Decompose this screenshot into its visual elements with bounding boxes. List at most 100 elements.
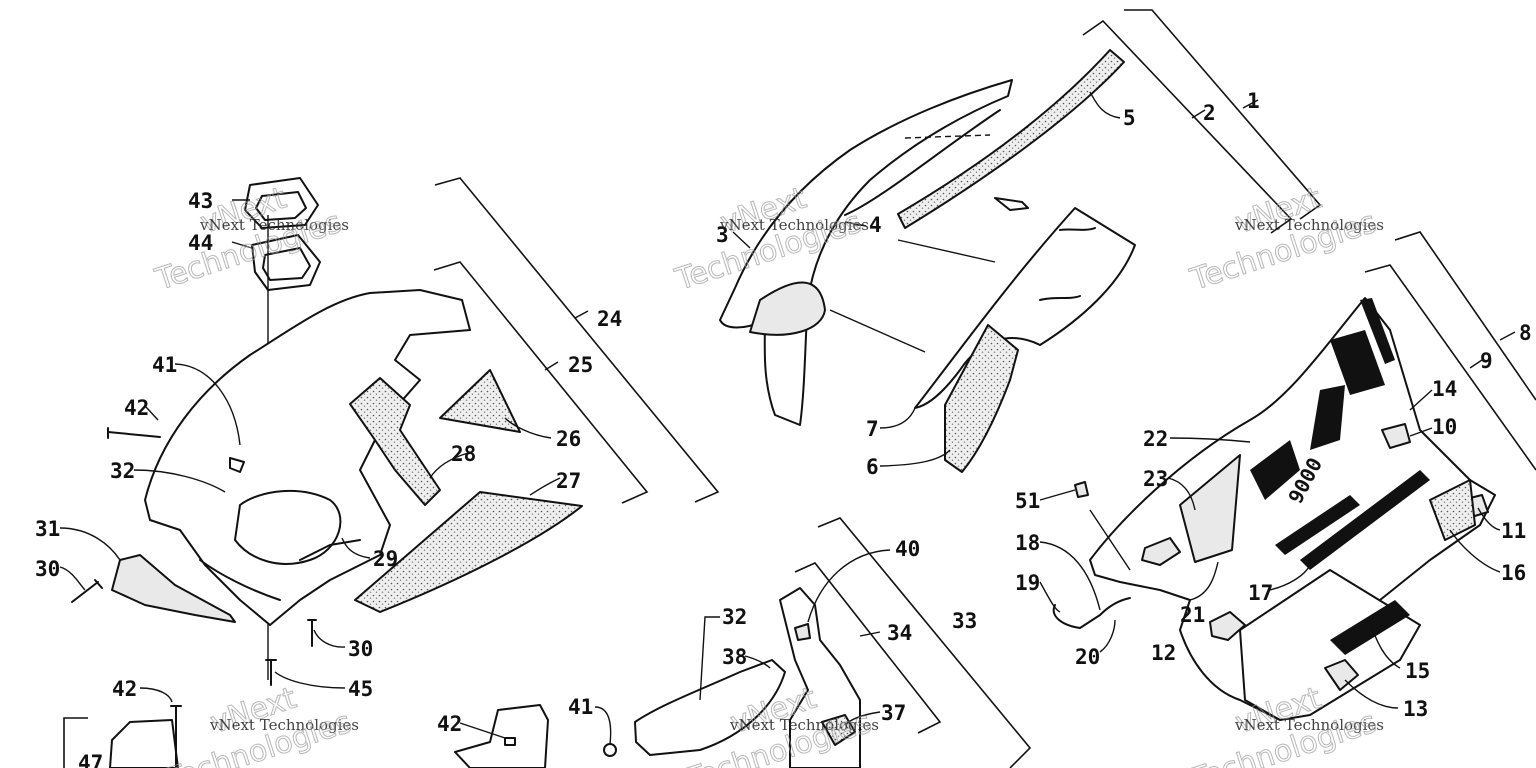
hood-inner-panel	[749, 281, 826, 336]
trim-38	[634, 659, 786, 756]
hood-clip	[994, 197, 1029, 211]
patch-12	[1209, 611, 1246, 641]
callout-51: 51	[1015, 489, 1040, 513]
decal-stripes	[1275, 470, 1430, 655]
callout-17: 17	[1248, 581, 1273, 605]
wire-18-19	[1052, 597, 1131, 629]
pin-45	[265, 659, 277, 686]
callout-42-left: 42	[124, 396, 149, 420]
svg-text:vNext Technologies: vNext Technologies	[719, 216, 869, 234]
callout-20: 20	[1075, 645, 1100, 669]
screw-42-low	[170, 705, 182, 768]
hood-seal-strip	[844, 109, 1001, 216]
foam-26	[439, 369, 521, 433]
callout-9: 9	[1480, 349, 1493, 373]
side-panel-9	[1089, 297, 1496, 721]
callout-32-bottom: 32	[722, 605, 747, 629]
callout-18: 18	[1015, 531, 1040, 555]
callout-24: 24	[597, 307, 622, 331]
hood-dashed-line	[904, 134, 991, 139]
side-panel-lower-box	[1239, 569, 1421, 721]
callout-45: 45	[348, 677, 373, 701]
callout-44: 44	[188, 231, 213, 255]
belly-pan-opening	[234, 489, 342, 565]
callout-27: 27	[556, 469, 581, 493]
callout-19: 19	[1015, 571, 1040, 595]
belly-pan-29	[144, 289, 471, 626]
screw-42-mid	[504, 737, 516, 746]
foam-37	[821, 714, 856, 746]
svg-text:vNext Technologies: vNext Technologies	[199, 216, 349, 234]
callout-34: 34	[887, 621, 912, 645]
callout-42-bottom: 42	[437, 712, 462, 736]
callout-30-right: 30	[348, 637, 373, 661]
callout-1: 1	[1247, 89, 1260, 113]
windshield-7	[914, 207, 1136, 409]
callout-21: 21	[1180, 603, 1205, 627]
foam-28	[349, 377, 441, 506]
svg-text:vNext Technologies: vNext Technologies	[1234, 216, 1384, 234]
callout-22: 22	[1143, 427, 1168, 451]
callout-47: 47	[78, 751, 103, 768]
bolt-42-top	[107, 427, 161, 439]
gasket-43	[244, 177, 319, 229]
clip-41	[229, 457, 245, 473]
side-panel-assembly: 9000	[1052, 297, 1496, 721]
callout-43: 43	[188, 189, 213, 213]
bracket-47	[63, 717, 88, 768]
callout-40: 40	[895, 537, 920, 561]
callout-12: 12	[1151, 641, 1176, 665]
callout-32-left: 32	[110, 459, 135, 483]
screw-30-left	[71, 579, 103, 603]
callout-23: 23	[1143, 467, 1168, 491]
watermark-topright: vNext vNext Technologies Technologies	[1185, 180, 1384, 298]
callout-33: 33	[952, 609, 977, 633]
hood-insulation-5	[897, 49, 1125, 229]
screw-30-right	[307, 619, 317, 647]
callout-16: 16	[1501, 561, 1526, 585]
bracket-8	[1394, 231, 1536, 401]
bracket-9	[1364, 264, 1536, 471]
callout-41-left: 41	[152, 353, 177, 377]
trim-16	[1429, 479, 1476, 541]
callout-26: 26	[556, 427, 581, 451]
leader-lines	[59, 91, 1516, 745]
patch-14	[1381, 423, 1411, 449]
callout-10: 10	[1432, 415, 1457, 439]
callout-25: 25	[568, 353, 593, 377]
callout-2: 2	[1203, 101, 1216, 125]
callout-3: 3	[716, 223, 729, 247]
belly-pan-assembly	[71, 177, 583, 686]
watermark-topleft: vNext vNext Technologies Technologies	[150, 180, 349, 298]
svg-text:vNext Technologies: vNext Technologies	[1234, 716, 1384, 734]
callout-29: 29	[373, 547, 398, 571]
callout-15: 15	[1405, 659, 1430, 683]
callout-38: 38	[722, 645, 747, 669]
callout-14: 14	[1432, 377, 1457, 401]
bracket-34	[794, 562, 942, 734]
foam-27	[354, 491, 583, 613]
callout-7: 7	[866, 417, 879, 441]
hood-cover	[719, 79, 1013, 426]
callout-30-left: 30	[35, 557, 60, 581]
callout-42-bottom-left: 42	[112, 677, 137, 701]
callout-8: 8	[1519, 321, 1532, 345]
lower-trim-assembly	[109, 587, 861, 768]
bracket-24	[434, 177, 720, 503]
bracket-25	[433, 261, 649, 504]
callout-5: 5	[1123, 106, 1136, 130]
svg-text:vNext Technologies: vNext Technologies	[729, 716, 879, 734]
bracket-33	[817, 517, 1032, 768]
patch-13	[1324, 659, 1359, 691]
callout-6: 6	[866, 455, 879, 479]
side-foam-6	[944, 324, 1019, 473]
callout-37: 37	[881, 701, 906, 725]
belly-pan-edge	[199, 539, 361, 601]
washer-41	[603, 743, 617, 757]
callout-labels: 1 2 3 4 5 6 7 8 9 10 11 12 13 14 15 16 1…	[35, 89, 1532, 768]
clip-40	[794, 623, 811, 641]
bracket-2	[1082, 19, 1293, 234]
bolt-51	[1074, 481, 1089, 498]
left-lower-panel-47	[109, 719, 179, 768]
